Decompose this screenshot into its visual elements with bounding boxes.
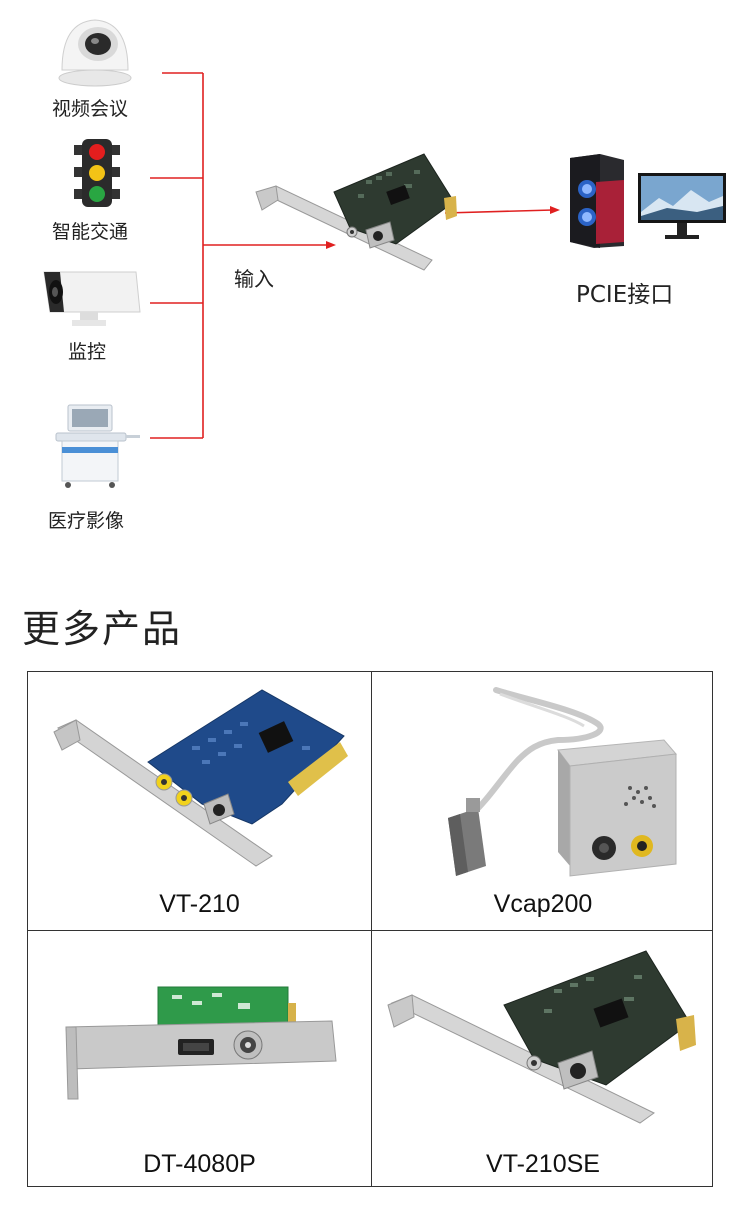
product-name: DT-4080P [143,1150,256,1178]
output-label: PCIE接口 [576,282,674,308]
ultrasound-machine-icon [55,404,140,488]
traffic-light-icon [74,139,120,207]
dome-camera-icon [58,19,132,87]
connector-lines [150,72,560,439]
product-name: Vcap200 [493,890,593,918]
product-card-vcap200[interactable]: Vcap200 [372,672,714,930]
product-name: VT-210 [159,890,240,918]
usb-capture-box-icon [448,687,677,877]
source-label: 视频会议 [52,98,129,120]
hdmi-sdi-capture-card-icon [65,986,337,1100]
source-label: 医疗影像 [48,510,125,532]
source-item-intelligent-traffic [72,137,122,213]
grid-divider [371,672,372,1186]
source-item-medical-imaging [50,403,142,493]
product-card-vt-210se[interactable]: VT-210SE [372,931,714,1188]
monitor-icon [638,173,726,239]
bullet-camera-icon [43,271,141,326]
product-card-dt-4080p[interactable]: DT-4080P [28,931,371,1188]
source-item-surveillance [40,266,142,334]
center-capture-card [254,150,459,279]
grid-divider [28,930,712,931]
source-item-video-conference [40,10,150,120]
input-label: 输入 [234,267,274,291]
source-label: 监控 [68,341,107,363]
pci-capture-card-icon [53,689,348,867]
section-title: 更多产品 [22,607,183,651]
pc-tower-icon [570,154,624,248]
pcie-capture-card-icon [387,950,696,1124]
source-label: 智能交通 [52,221,129,243]
product-card-vt-210[interactable]: VT-210 [28,672,371,930]
pcie-capture-card-icon [255,153,457,271]
product-name: VT-210SE [486,1150,600,1178]
pc-workstation [560,152,630,254]
product-grid: VT-210 Vcap200 [27,671,713,1187]
